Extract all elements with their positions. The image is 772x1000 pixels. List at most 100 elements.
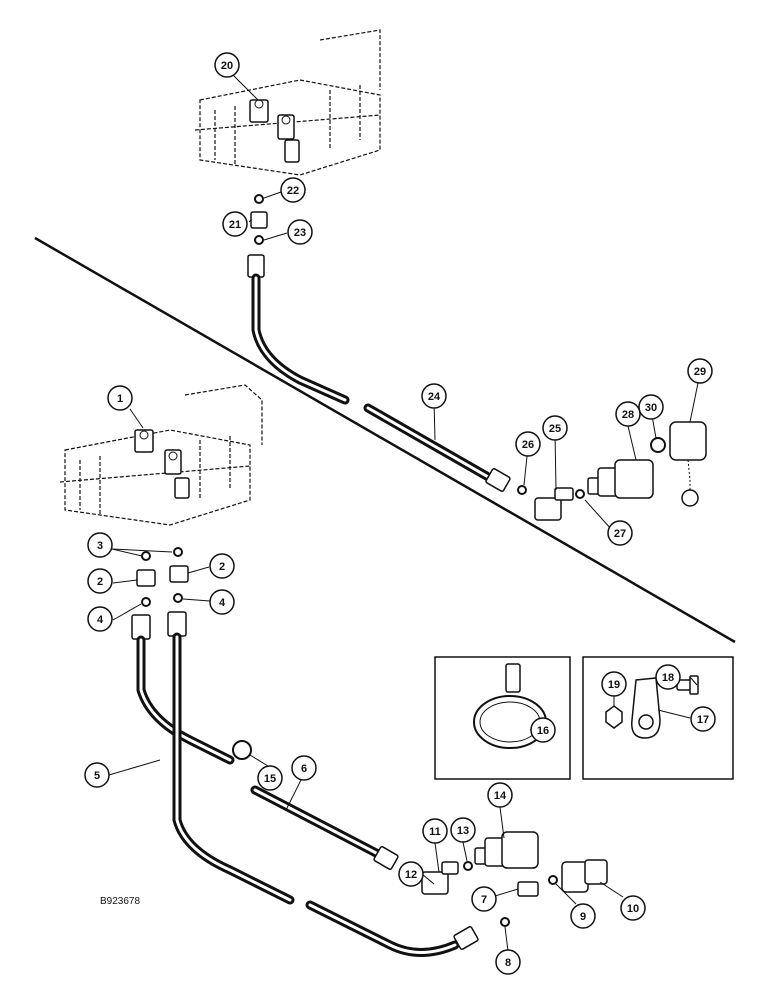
callout-15: 15 [257,765,283,791]
svg-text:17: 17 [697,714,709,726]
callout-25: 25 [542,415,568,441]
leader-lines [108,74,699,952]
svg-text:2: 2 [97,576,103,588]
svg-text:12: 12 [405,869,417,881]
callout-16: 16 [530,717,556,743]
svg-text:8: 8 [505,957,511,969]
svg-text:29: 29 [694,366,706,378]
callout-8: 8 [495,949,521,975]
callout-6: 6 [291,755,317,781]
callout-18: 18 [655,664,681,690]
svg-text:13: 13 [457,825,469,837]
adapter-fitting-7 [517,881,539,897]
svg-text:19: 19 [608,679,620,691]
callout-17: 17 [690,706,716,732]
svg-text:11: 11 [429,826,441,838]
svg-text:21: 21 [229,219,241,231]
hose-5 [136,635,235,765]
callout-1: 1 [107,385,133,411]
callout-24: 24 [421,383,447,409]
callout-11: 11 [422,818,448,844]
callout-4-right: 4 [209,589,235,615]
svg-text:26: 26 [522,439,534,451]
callout-2-right: 2 [209,553,235,579]
quick-coupler-10 [561,859,608,893]
svg-text:23: 23 [294,227,306,239]
valve-stack-upper [194,29,381,176]
washer-30 [650,437,666,453]
adapter-fitting-2b [169,565,189,583]
callout-3: 3 [87,532,113,558]
callout-5: 5 [84,762,110,788]
o-ring-3b [173,547,183,557]
svg-text:28: 28 [622,409,634,421]
callout-26: 26 [515,431,541,457]
o-ring-27 [575,489,585,499]
valve-stack-lower [59,384,263,526]
hose-end-5 [131,614,151,640]
o-ring-22 [254,194,264,204]
svg-text:3: 3 [97,540,103,552]
callout-21: 21 [222,211,248,237]
callout-20: 20 [214,52,240,78]
callout-10: 10 [620,895,646,921]
callout-4-left: 4 [87,606,113,632]
reference-code: B923678 [100,896,140,907]
callout-13: 13 [450,817,476,843]
callout-28: 28 [615,401,641,427]
callout-22: 22 [280,177,306,203]
callout-12: 12 [398,861,424,887]
clamp-ring-15 [232,740,252,760]
o-ring-3a [141,551,151,561]
callout-19: 19 [601,671,627,697]
svg-text:15: 15 [264,773,276,785]
o-ring-8 [500,917,510,927]
svg-text:30: 30 [645,402,657,414]
hose-24 [251,273,511,492]
callout-29: 29 [687,358,713,384]
callout-7: 7 [471,886,497,912]
svg-text:7: 7 [481,894,487,906]
callout-23: 23 [287,219,313,245]
svg-text:27: 27 [614,528,626,540]
svg-text:25: 25 [549,423,561,435]
elbow-fitting-25 [534,487,574,521]
svg-text:22: 22 [287,185,299,197]
svg-text:2: 2 [219,561,225,573]
svg-text:24: 24 [428,391,441,403]
adapter-fitting-21 [250,211,268,229]
dust-cap-29 [669,421,707,507]
callout-14: 14 [487,782,513,808]
svg-text:10: 10 [627,903,639,915]
callout-9: 9 [570,903,596,929]
quick-coupler-14 [474,831,539,869]
adapter-fitting-2a [136,569,156,587]
svg-text:1: 1 [117,393,123,405]
o-ring-9 [548,875,558,885]
svg-text:18: 18 [662,672,674,684]
svg-text:6: 6 [301,763,307,775]
o-ring-26 [517,485,527,495]
o-ring-4b [173,593,183,603]
o-ring-23 [254,235,264,245]
svg-text:4: 4 [97,614,104,626]
clamp-inset-16 [434,656,571,780]
svg-text:5: 5 [94,770,100,782]
callout-30: 30 [638,394,664,420]
svg-text:16: 16 [537,725,549,737]
clip-inset-17 [582,656,734,780]
svg-text:14: 14 [494,790,507,802]
svg-text:20: 20 [221,60,233,72]
svg-text:9: 9 [580,911,586,923]
elbow-fitting-11 [421,861,459,895]
hose-6 [172,632,479,957]
o-ring-13 [463,861,473,871]
callout-27: 27 [607,520,633,546]
quick-coupler-28 [587,459,654,499]
svg-text:4: 4 [219,597,226,609]
hose-end-6 [167,611,187,637]
o-ring-4a [141,597,151,607]
section-divider-line [34,236,736,644]
callout-2-left: 2 [87,568,113,594]
